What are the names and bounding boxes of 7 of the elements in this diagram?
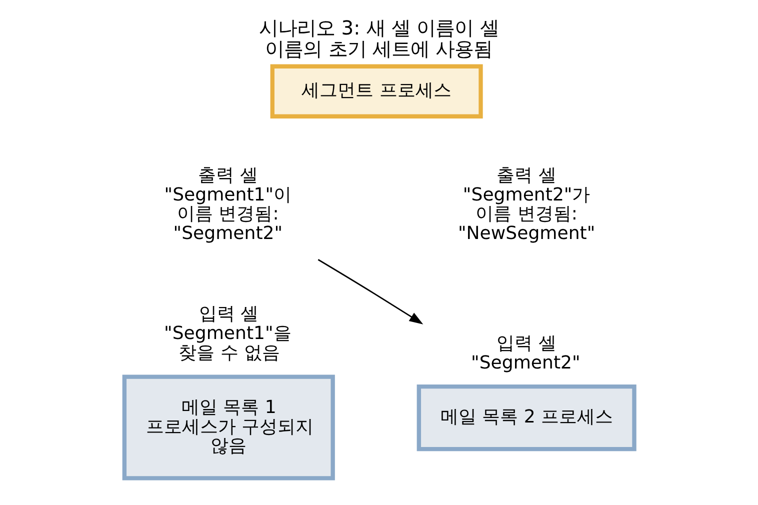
arrow <box>318 259 424 324</box>
node-text: 출력 셀 "Segment1"이 이름 변경됨: "Segment2" <box>164 164 292 244</box>
diagram-title: 시나리오 3: 새 셀 이름이 셀 이름의 초기 세트에 사용됨 <box>259 16 499 61</box>
label: 출력 셀 "Segment2"가 이름 변경됨: "NewSegment" <box>458 164 596 244</box>
node-box: 세그먼트 프로세스 <box>270 64 483 118</box>
node-label: 입력 셀 "Segment1"을 찾을 수 없음 <box>164 304 292 364</box>
node-label: 입력 셀 "Segment2" <box>471 332 580 374</box>
